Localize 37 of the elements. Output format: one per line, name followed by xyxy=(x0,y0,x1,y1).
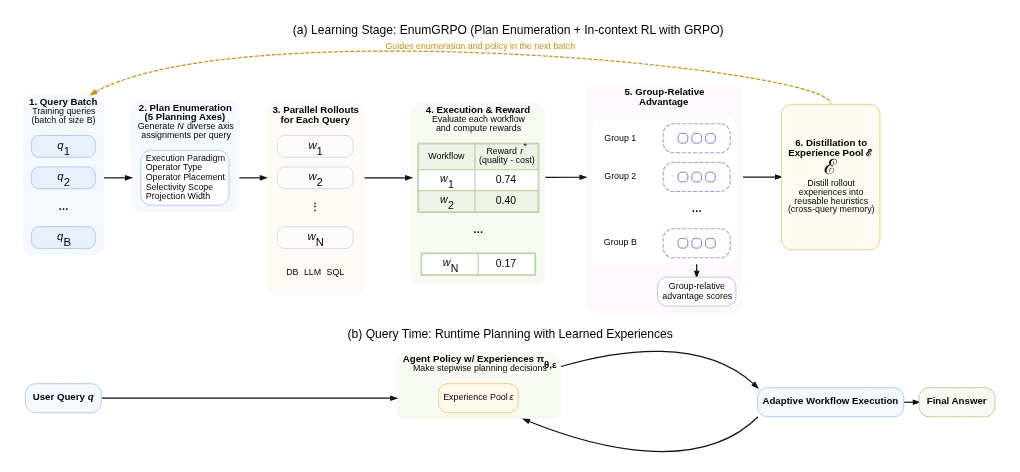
label: 0.17 xyxy=(495,257,517,269)
node-label: Group B xyxy=(603,236,637,247)
node-box xyxy=(662,161,731,192)
node-box xyxy=(662,122,731,153)
label: (a) Learning Stage: EnumGRPO (Plan Enumeration + In-context RL with GRPO) xyxy=(292,22,724,37)
arrow xyxy=(89,50,832,104)
node-label: Group 2 xyxy=(604,170,637,181)
label: … xyxy=(58,200,69,212)
node-box: Adaptive Workflow Execution xyxy=(757,386,905,417)
legend-label: SQL xyxy=(326,266,345,277)
node-box: Experience Pool ε xyxy=(437,382,519,413)
node-box: Execution Paradigm Operator Type Operator Placement Selectivity Scope Projection Width xyxy=(140,149,230,206)
arrow xyxy=(363,174,414,181)
label: Workflow xyxy=(428,150,465,161)
arrow xyxy=(560,350,759,389)
node-box: Group-relative advantage scores xyxy=(657,276,737,307)
label: (b) Query Time: Runtime Planning with Learned Experiences xyxy=(347,326,673,341)
label: ⋮ xyxy=(310,200,321,212)
arrow xyxy=(238,174,268,181)
node-box: 6. Distillation to Experience Pool ℰ ℰ Distill rollout experiences into reusable heuristics (cross-query memory) xyxy=(781,103,881,250)
node-box xyxy=(662,227,731,258)
label: … xyxy=(473,223,484,235)
legend-label: DB xyxy=(286,266,299,277)
arrow xyxy=(103,174,134,181)
node-box: Final Answer xyxy=(918,386,996,417)
label: 0.40 xyxy=(495,194,517,206)
node-label: Group 1 xyxy=(604,132,637,143)
label: 0.74 xyxy=(495,173,517,185)
arrow xyxy=(544,173,588,180)
edge-label: Guides enumeration and policy in the next batch xyxy=(385,40,576,51)
cluster xyxy=(592,116,737,264)
node-box: User Query q xyxy=(25,382,102,413)
arrow xyxy=(101,394,399,401)
label: … xyxy=(691,202,702,214)
legend-label: LLM xyxy=(303,266,322,277)
arrow xyxy=(742,173,784,180)
arrow xyxy=(521,415,759,452)
